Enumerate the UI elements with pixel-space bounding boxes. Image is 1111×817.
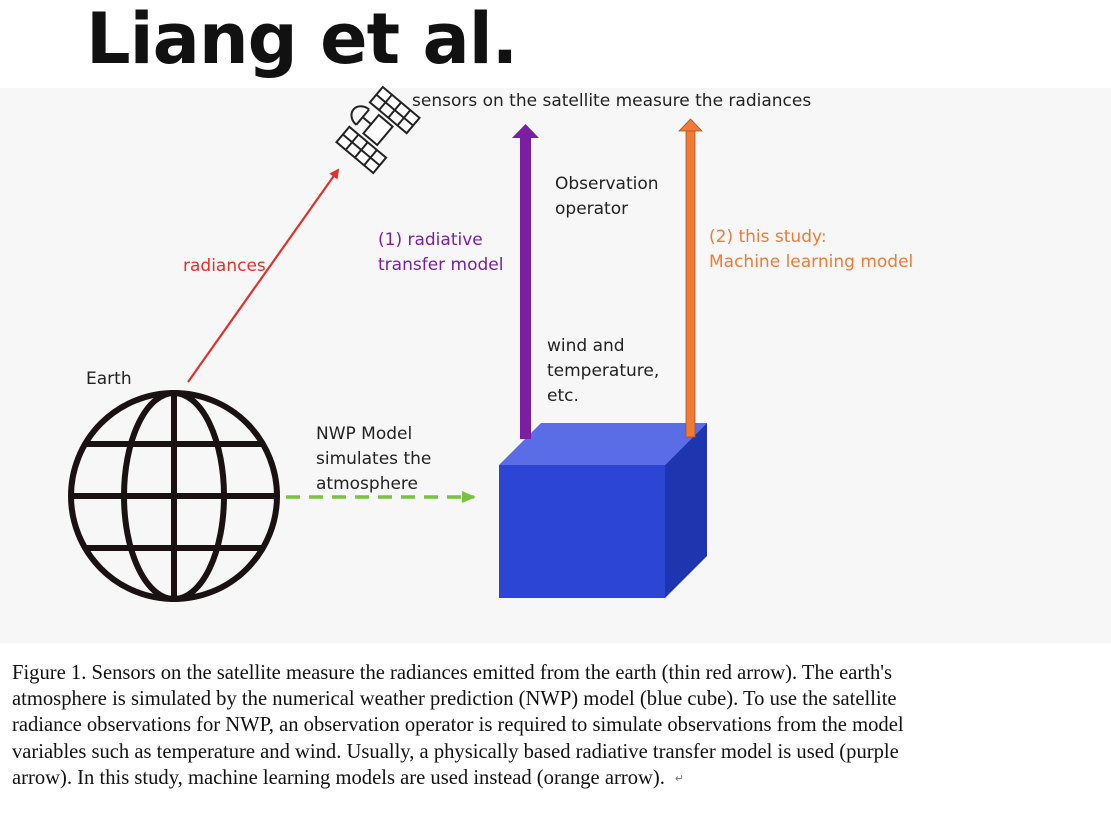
nwp-cube xyxy=(499,423,707,598)
return-mark-icon: ↵ xyxy=(674,772,685,785)
radiances-label: radiances xyxy=(183,256,266,276)
sensors-label: sensors on the satellite measure the rad… xyxy=(412,91,812,111)
author-title: Liang et al. xyxy=(86,0,518,80)
radiances-arrow xyxy=(187,168,340,383)
earth-label: Earth xyxy=(86,369,132,389)
nwp-label: NWP Model simulates the atmosphere xyxy=(316,424,432,494)
globe-icon xyxy=(68,390,280,602)
wind-label: wind and temperature, etc. xyxy=(547,336,660,406)
caption-line: Figure 1. Sensors on the satellite measu… xyxy=(12,662,892,684)
caption-line: variables such as temperature and wind. … xyxy=(12,740,899,763)
rtm-label: (1) radiative transfer model xyxy=(378,230,504,275)
caption-line: radiance observations for NWP, an observ… xyxy=(12,714,904,737)
caption-line-last: arrow). In this study, machine learning … xyxy=(12,766,685,789)
ml-arrow xyxy=(678,118,703,438)
caption-line: atmosphere is simulated by the numerical… xyxy=(12,688,897,711)
figure-caption: Figure 1. Sensors on the satellite measu… xyxy=(12,660,1111,792)
satellite-icon xyxy=(335,85,421,175)
rtm-arrow xyxy=(512,124,539,439)
observation-operator-label: Observation operator xyxy=(555,174,659,219)
ml-label: (2) this study: Machine learning model xyxy=(709,227,914,272)
